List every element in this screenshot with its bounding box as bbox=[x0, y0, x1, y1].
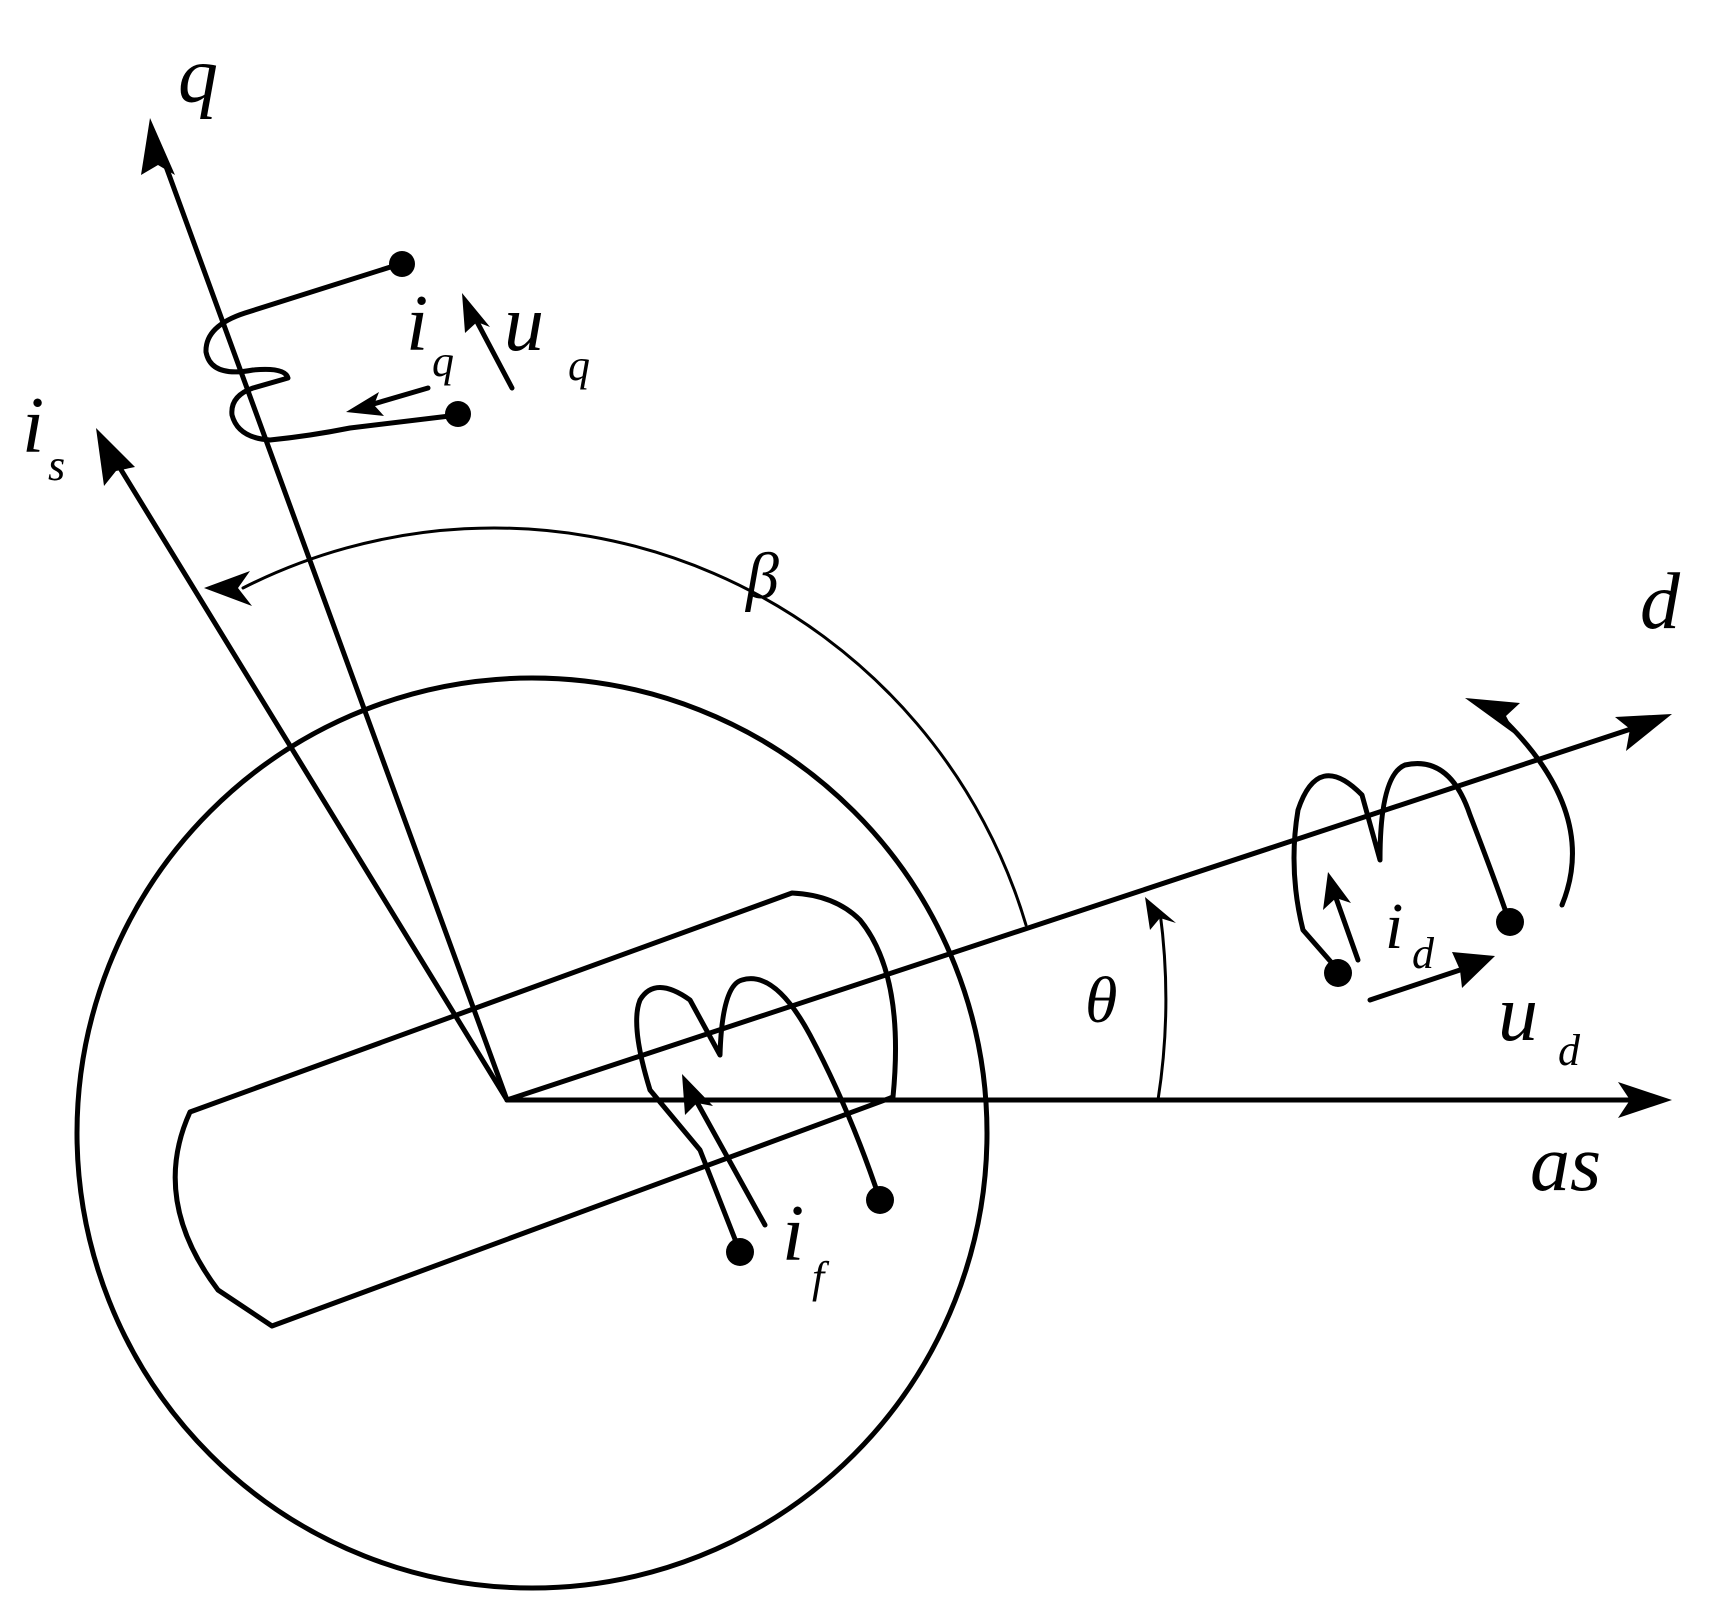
f-current-arrow bbox=[682, 1074, 768, 1228]
d-axis bbox=[504, 714, 1672, 1103]
is-label-main: i bbox=[22, 382, 44, 470]
ud-label-sub: d bbox=[1558, 1026, 1581, 1075]
uq-label-sub: q bbox=[568, 341, 590, 390]
beta-label: β bbox=[744, 540, 779, 613]
ud-label-main: u bbox=[1498, 970, 1538, 1058]
if-label-sub: f bbox=[812, 1253, 830, 1302]
iq-label-sub: q bbox=[432, 337, 454, 386]
q-voltage-arrow bbox=[462, 293, 515, 391]
iq-label-main: i bbox=[406, 280, 428, 368]
stator-circle bbox=[74, 675, 990, 1591]
id-label-sub: d bbox=[1412, 929, 1435, 978]
d-axis-label: d bbox=[1640, 558, 1681, 646]
beta-arc bbox=[204, 526, 1028, 927]
d-voltage-arrow bbox=[1367, 952, 1495, 1003]
d-current-label: i d bbox=[1385, 890, 1435, 978]
theta-arc bbox=[1145, 897, 1176, 1102]
is-axis-label: i s bbox=[22, 382, 65, 490]
f-winding bbox=[634, 976, 894, 1266]
d-winding bbox=[1291, 761, 1524, 987]
theta-label: θ bbox=[1085, 964, 1117, 1037]
f-current-label: i f bbox=[782, 1190, 830, 1302]
q-voltage-label: u q bbox=[504, 280, 590, 390]
q-axis bbox=[141, 118, 510, 1103]
id-label-main: i bbox=[1385, 890, 1403, 963]
uq-label-main: u bbox=[504, 280, 544, 368]
d-voltage-label: u d bbox=[1498, 970, 1581, 1075]
if-label-main: i bbox=[782, 1190, 804, 1278]
as-axis bbox=[504, 1082, 1672, 1118]
d-current-arrow bbox=[1323, 872, 1361, 963]
rotor-body bbox=[172, 890, 899, 1329]
q-current-arrow bbox=[346, 385, 431, 416]
is-label-sub: s bbox=[48, 441, 65, 490]
q-winding bbox=[203, 251, 471, 443]
q-current-label: i q bbox=[406, 280, 454, 386]
is-axis bbox=[96, 428, 510, 1103]
rotation-arrow bbox=[1465, 698, 1575, 908]
as-axis-label: as bbox=[1530, 1120, 1601, 1208]
q-axis-label: q bbox=[178, 32, 218, 120]
